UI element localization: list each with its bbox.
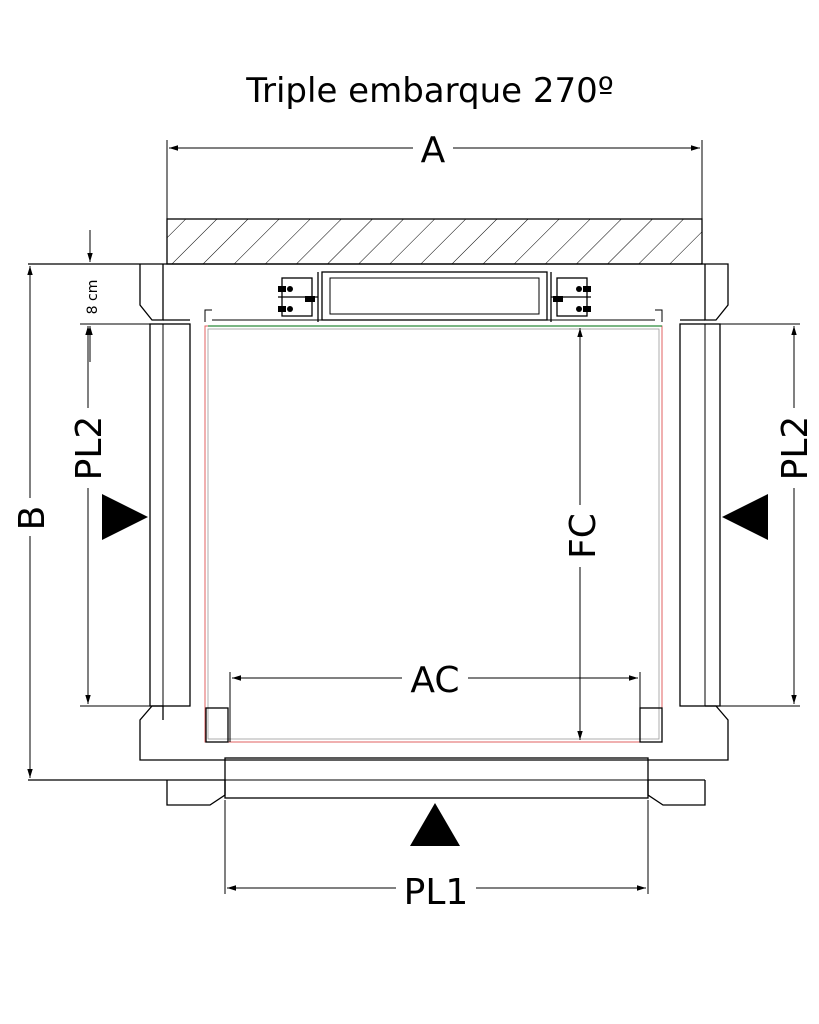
right-landing-door [679, 323, 721, 707]
dimension-pl2-right: PL2 [720, 323, 816, 707]
left-access-arrow-icon [102, 494, 148, 540]
dimension-a: A [166, 130, 703, 225]
label-fc: FC [563, 513, 604, 559]
label-ac: AC [410, 660, 459, 701]
dimension-fc: FC [562, 328, 604, 740]
label-a: A [421, 130, 446, 171]
hatched-wall [166, 218, 703, 265]
diagram-title: Triple embarque 270º [245, 71, 614, 111]
left-landing-door [149, 323, 191, 707]
label-pl2-right: PL2 [775, 416, 816, 481]
label-pl1: PL1 [404, 872, 469, 913]
front-access-arrow-icon [410, 803, 460, 846]
dimension-pl1: PL1 [224, 800, 649, 913]
dimension-ac: AC [229, 660, 641, 742]
guide-rail-assembly [212, 271, 655, 322]
label-gap: 8 cm [85, 280, 101, 315]
label-b: B [12, 506, 53, 531]
shaft-walls [28, 263, 729, 806]
front-landing-door [224, 757, 649, 799]
car-cabin [204, 309, 663, 743]
dimension-b: B [12, 266, 53, 778]
right-access-arrow-icon [722, 494, 768, 540]
dimension-pl2-left: PL2 [68, 326, 150, 707]
label-pl2-left: PL2 [69, 416, 110, 481]
